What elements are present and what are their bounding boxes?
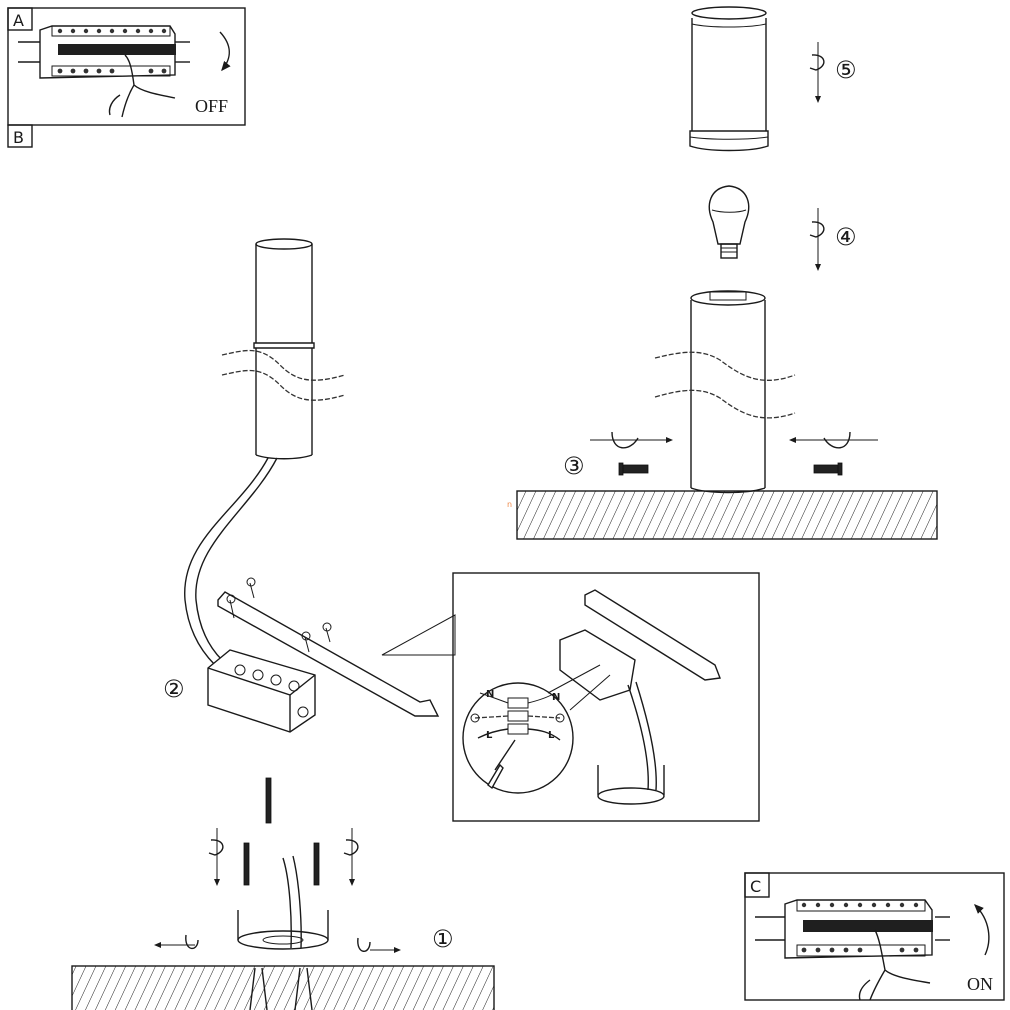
panel-c-switch-on: C ON [744,872,1005,1001]
junction-box [207,649,316,733]
power-cable [184,457,269,666]
step-3-number: ③ [563,452,585,480]
wire-label-l-right: L [548,730,555,741]
step-2-wiring: ② [163,238,456,733]
wall-screw-icon [265,777,272,824]
panel-c-tag-box [744,872,770,898]
panel-a-switch-off: A OFF B [7,7,246,148]
step-3-post-mount: ③ n [507,290,938,540]
mounting-plate [217,591,440,717]
wire-label-n-right: N [552,692,560,703]
stray-mark: n [507,500,512,509]
panel-a-action-label: OFF [195,96,228,116]
panel-a-tag-box [7,7,33,31]
step-4-number: ④ [835,223,857,251]
panel-a-frame [7,7,246,126]
ground-surface-hatched [516,490,938,540]
breaker-panel-icon [18,25,190,79]
breaker-panel-icon [755,899,950,959]
zoom-callout-pointer [381,614,456,656]
panel-c-tag: C [750,877,761,896]
panel-b-tag-box [7,124,33,148]
screw-right-icon [813,462,843,476]
rotate-up-arrow-icon [974,904,990,956]
step-1-base-mount: ① [71,777,495,1010]
panel-b-tag: B [13,128,24,147]
base-ring [237,930,329,950]
step-2-number: ② [163,675,185,703]
step-4-bulb: ④ [708,185,857,271]
step-1-number: ① [432,925,454,953]
rotate-clockwise-icon [809,54,825,71]
hand-icon [858,929,931,1001]
panel-a-tag: A [13,11,24,30]
light-bulb-icon [708,185,750,245]
panel-c-action-label: ON [967,974,993,994]
feed-cable [282,855,302,949]
step-5-diffuser: ⑤ [689,6,857,152]
panel-c-frame [744,872,1005,1001]
step-5-number: ⑤ [835,56,857,84]
screws-icon [226,577,332,653]
rotate-clockwise-icon [809,221,825,238]
magnifier-circle [462,682,574,794]
hand-icon [108,54,176,118]
wall-plug-icon [249,967,313,1010]
screw-left-icon [618,462,649,476]
ground-surface-hatched [71,965,495,1010]
wire-label-l-left: L [486,730,493,741]
screwdriver-icon [494,739,516,771]
wiring-detail-inset: N N L L [452,572,760,822]
rotate-down-arrow-icon [219,31,231,72]
wire-label-n-left: N [486,689,494,700]
